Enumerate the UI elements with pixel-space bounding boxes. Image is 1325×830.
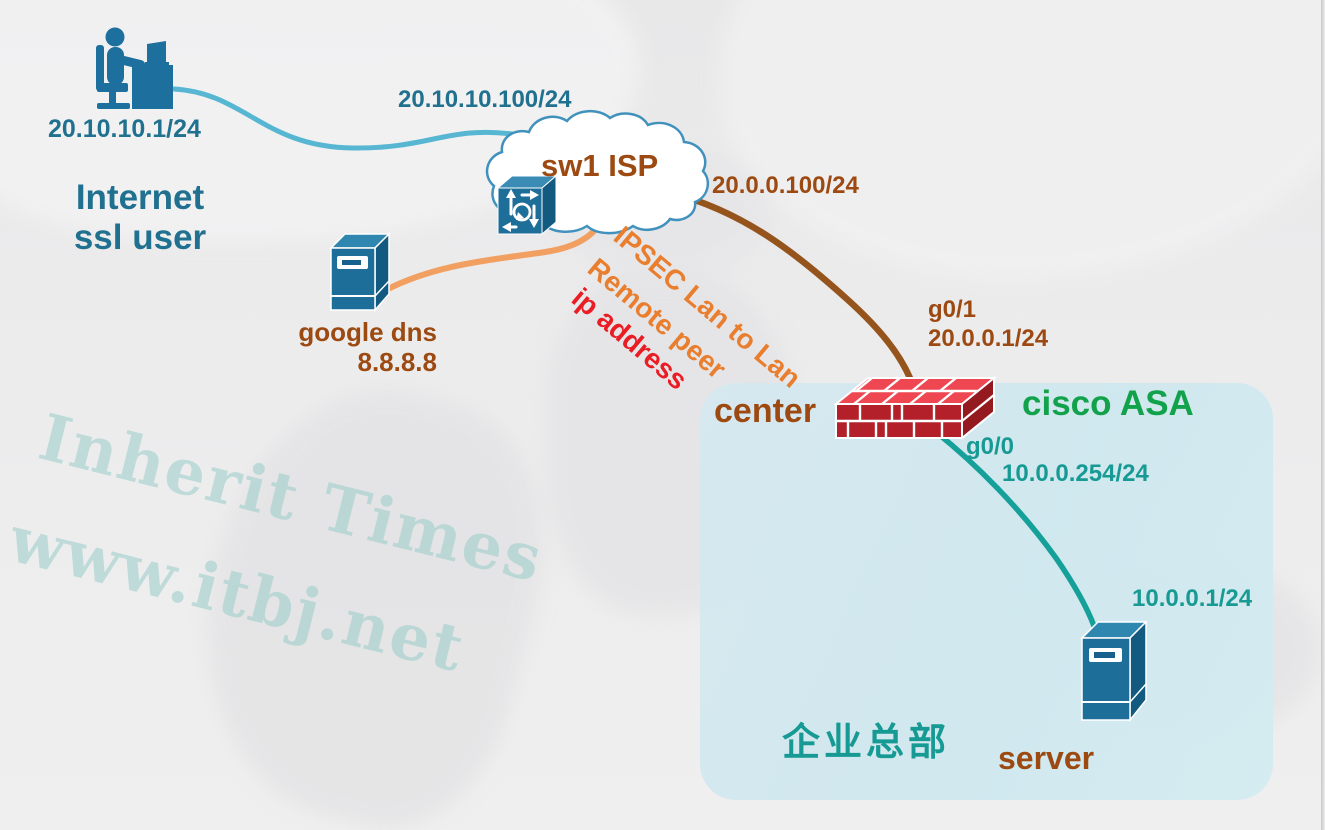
internet-user-icon	[96, 27, 173, 109]
asa-outside-label: g0/1 20.0.0.1/24	[928, 296, 1048, 354]
layer3-switch-icon	[496, 174, 558, 236]
dns-ip: 8.8.8.8	[357, 346, 437, 377]
hq-label: 企业总部	[782, 722, 951, 764]
slide-edge	[1321, 0, 1325, 830]
internet-user-label: Internet ssl user	[60, 178, 220, 259]
enterprise-hq-zone	[700, 383, 1273, 800]
dns-label: google dns 8.8.8.8	[289, 317, 437, 378]
asa-name-label: center	[714, 392, 817, 430]
isp-uplink-ip-label: 20.10.10.100/24	[398, 86, 572, 113]
dns-name: google dns	[298, 317, 437, 347]
asa-outside-ip: 20.0.0.1/24	[928, 324, 1049, 352]
isp-wan-ip-label: 20.0.0.100/24	[712, 172, 859, 199]
asa-inside-if-label: g0/0	[966, 433, 1015, 460]
isp-cloud-label: sw1 ISP	[541, 148, 659, 183]
firewall-icon	[833, 375, 997, 441]
server-icon	[1080, 620, 1148, 723]
server-label: server	[998, 740, 1095, 776]
link-isp-to-asa	[668, 189, 914, 382]
dns-server-icon	[329, 232, 391, 312]
server-ip-label: 10.0.0.1/24	[1132, 585, 1253, 612]
link-asa-to-server	[933, 429, 1097, 629]
asa-model-label: cisco ASA	[1022, 384, 1194, 423]
internet-user-label-line2: ssl user	[73, 218, 207, 258]
map-blob-asia	[720, 0, 1325, 280]
asa-outside-if: g0/1	[928, 296, 977, 323]
asa-inside-ip-label: 10.0.0.254/24	[1002, 460, 1149, 487]
user-ip-label: 20.10.10.1/24	[48, 115, 201, 143]
internet-user-label-line1: Internet	[75, 178, 205, 217]
link-user-to-isp	[171, 86, 515, 151]
